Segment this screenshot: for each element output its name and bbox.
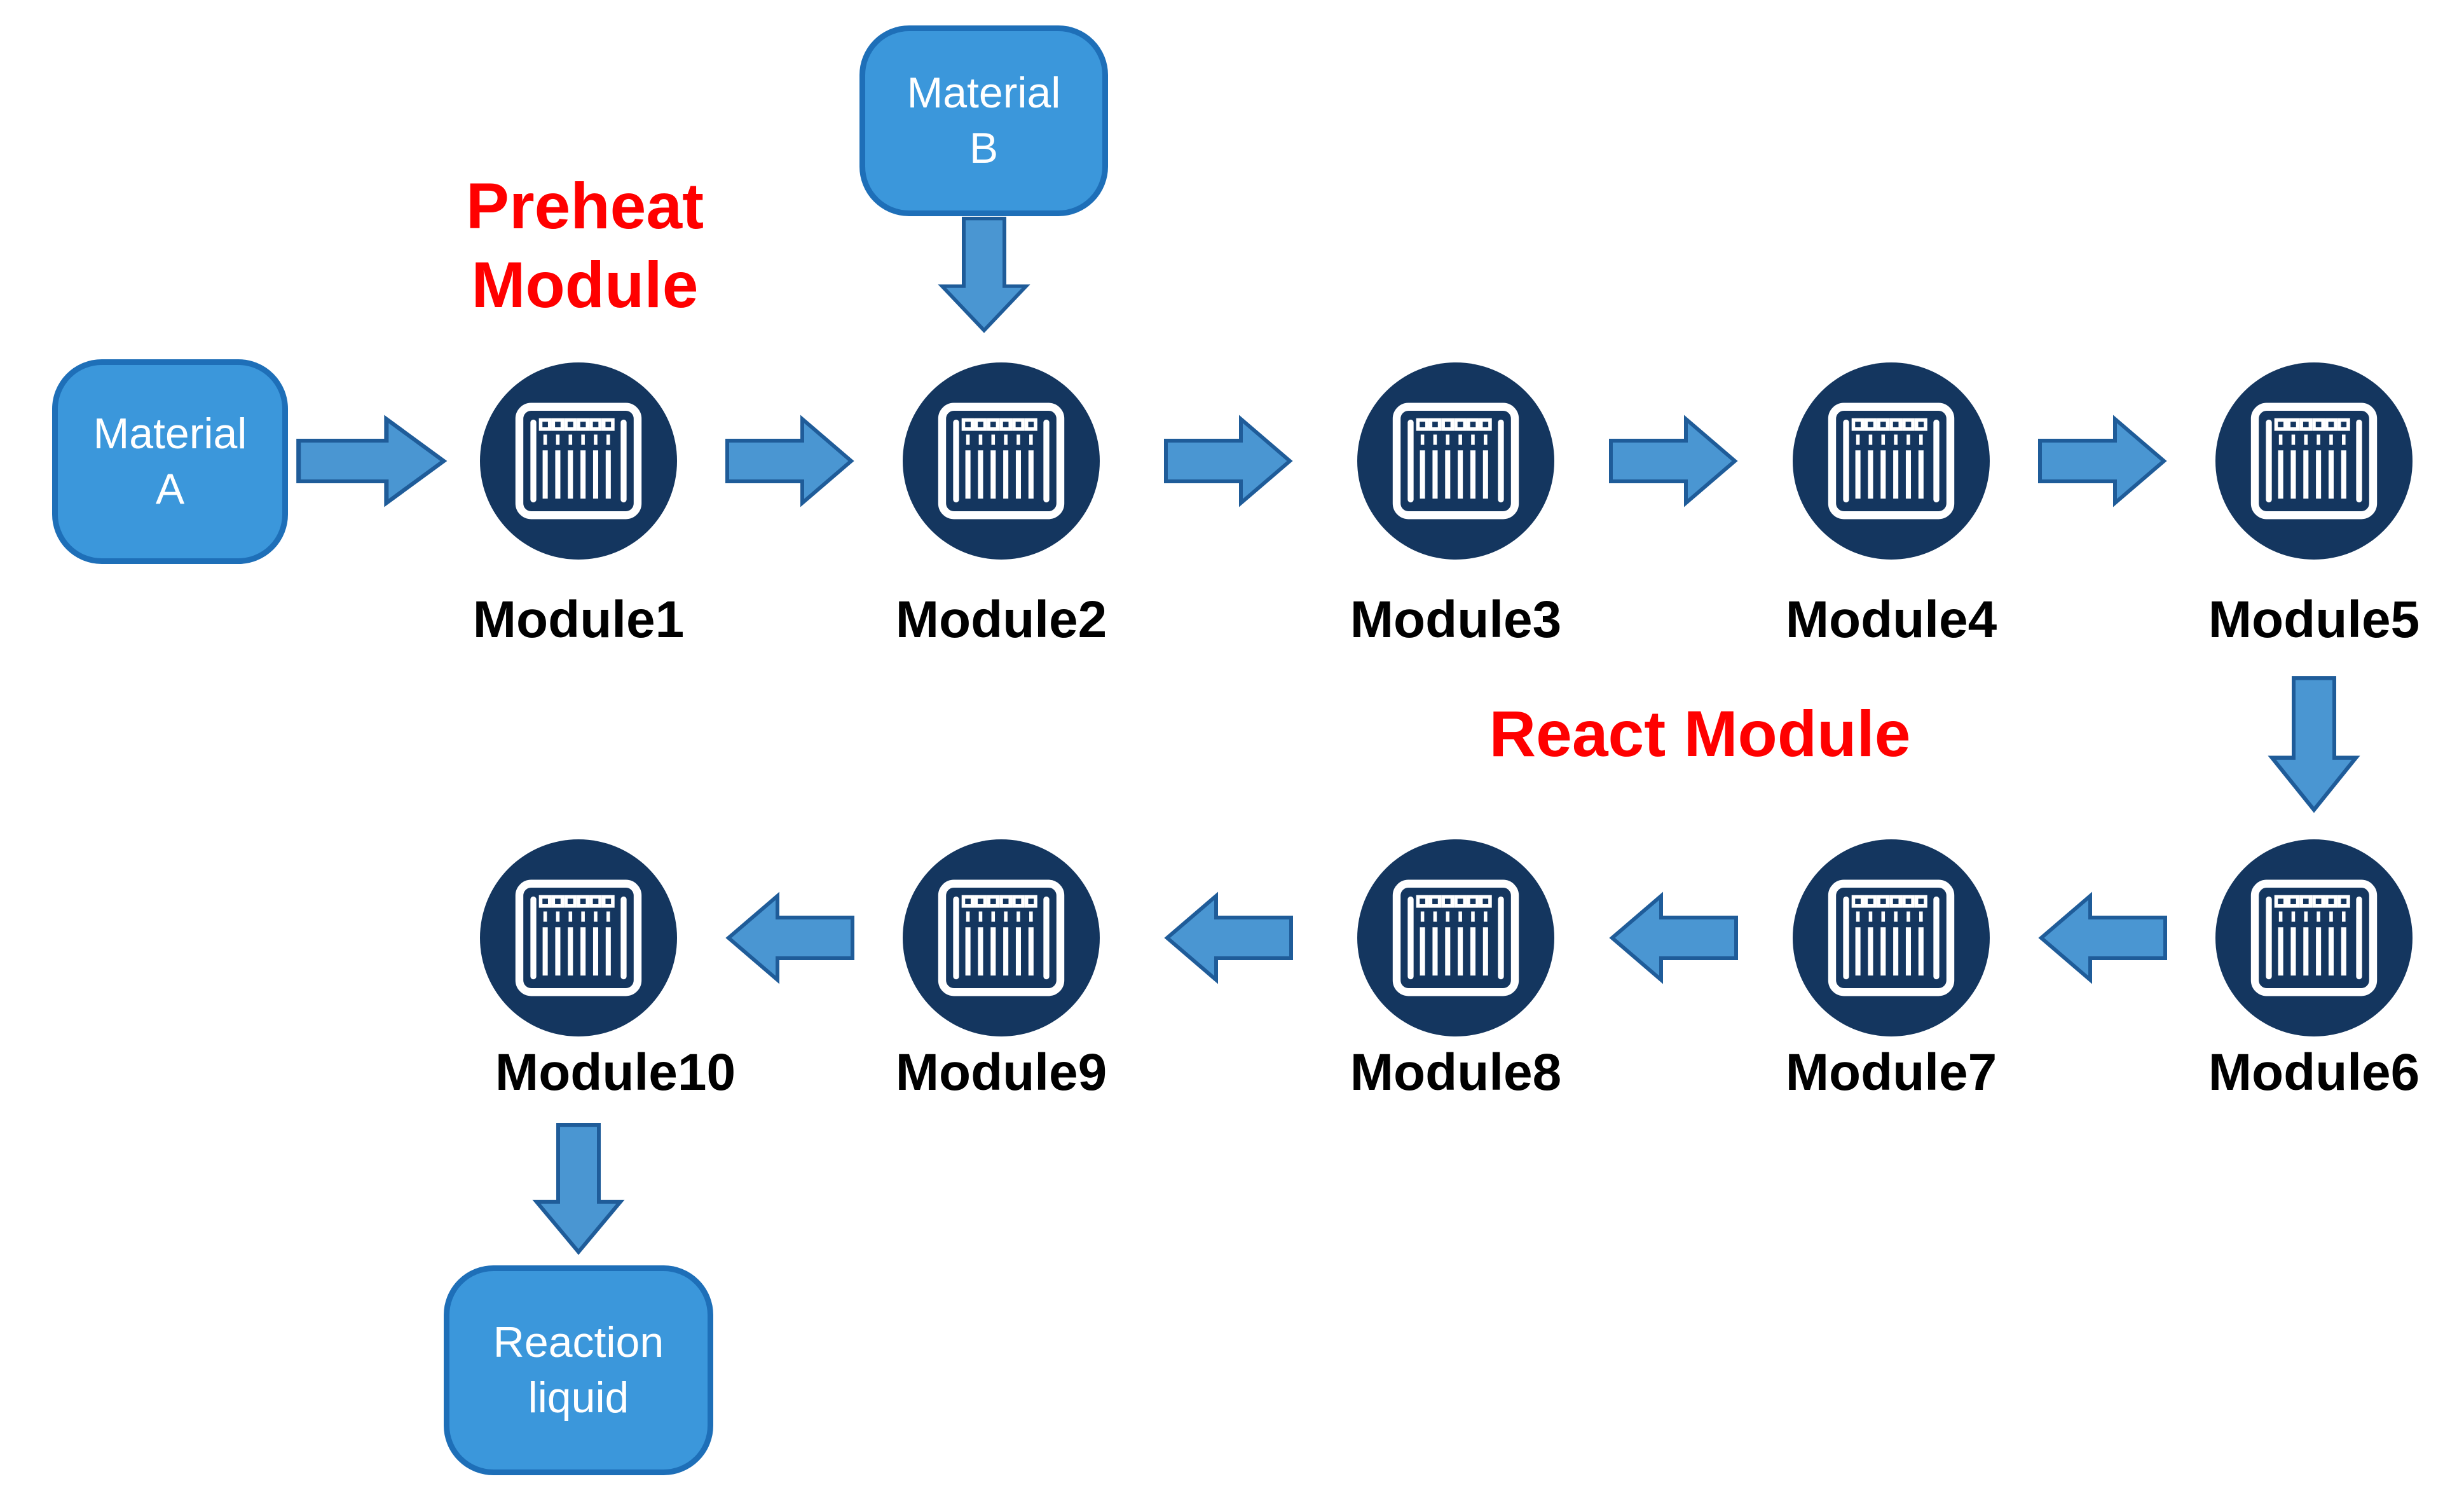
arrow-down-icon [2266,675,2362,814]
module3-label: Module3 [1350,591,1562,649]
module2-node [903,362,1100,560]
arrow-module10-to-reaction-liquid [531,1122,626,1256]
reactor-module-icon [480,362,677,560]
arrow-module3-to-module4 [1608,413,1739,509]
arrow-left-icon [1608,890,1739,986]
arrow-module8-to-module9 [1163,890,1294,986]
material-b-label: Material B [907,68,1061,172]
arrow-right-icon [2037,413,2168,509]
arrow-left-icon [725,890,855,986]
reactor-module-icon [480,839,677,1036]
arrow-module7-to-module8 [1608,890,1739,986]
module3-node [1357,362,1554,560]
module7-node [1793,839,1990,1036]
preheat-heading-line2: Module [471,249,699,322]
material-a-label: Material A [93,409,247,513]
module1-label: Module1 [472,591,685,649]
react-heading-text: React Module [1489,698,1911,770]
arrow-left-icon [1163,890,1294,986]
module4-label: Module4 [1785,591,1997,649]
reactor-module-icon [1357,362,1554,560]
reactor-module-icon [2215,362,2413,560]
arrow-right-icon [1608,413,1739,509]
arrow-left-icon [2037,890,2168,986]
module10-node [480,839,677,1036]
module5-node [2215,362,2413,560]
arrow-material-b-to-module2 [936,216,1032,334]
react-module-heading: React Module [1484,694,1916,773]
module8-node [1357,839,1554,1036]
arrow-right-icon [725,413,855,509]
arrow-module5-to-module6 [2266,675,2362,814]
reaction-liquid-label: Reaction liquid [493,1318,664,1422]
module6-node [2215,839,2413,1036]
module9-node [903,839,1100,1036]
module4-node [1793,362,1990,560]
reactor-module-icon [1357,839,1554,1036]
module6-label: Module6 [2208,1043,2420,1101]
arrow-module2-to-module3 [1163,413,1294,509]
module8-label: Module8 [1350,1043,1562,1101]
reaction-liquid-box: Reaction liquid [444,1265,713,1475]
reactor-module-icon [2215,839,2413,1036]
module9-label: Module9 [895,1043,1107,1101]
arrow-module4-to-module5 [2037,413,2168,509]
arrow-right-icon [1163,413,1294,509]
module7-label: Module7 [1785,1043,1997,1101]
reactor-module-icon [903,362,1100,560]
module10-label: Module10 [495,1043,736,1101]
arrow-module9-to-module10 [725,890,855,986]
arrow-down-icon [936,216,1032,334]
material-a-box: Material A [52,359,288,564]
reactor-module-icon [1793,362,1990,560]
arrow-module1-to-module2 [725,413,855,509]
preheat-module-heading: Preheat Module [394,167,776,325]
arrow-down-icon [531,1122,626,1256]
preheat-heading-line1: Preheat [465,170,704,242]
reactor-module-icon [1793,839,1990,1036]
material-b-box: Material B [859,25,1108,216]
module1-node [480,362,677,560]
arrow-module6-to-module7 [2037,890,2168,986]
arrow-right-icon [296,413,448,509]
reactor-module-icon [903,839,1100,1036]
module5-label: Module5 [2208,591,2420,649]
module2-label: Module2 [895,591,1107,649]
arrow-material-a-to-module1 [296,413,448,509]
